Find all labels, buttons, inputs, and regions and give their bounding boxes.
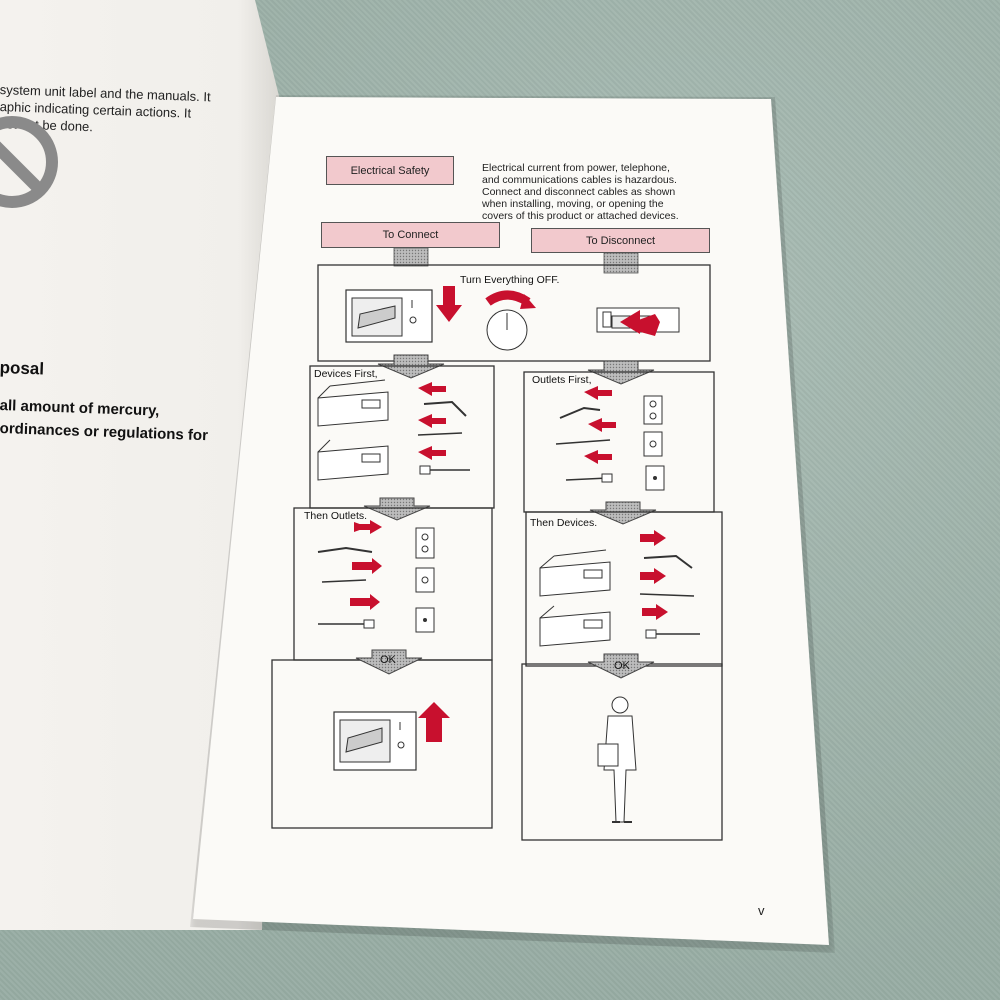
connect-step1-label: Devices First, [314,368,378,380]
electrical-safety-title: Electrical Safety [326,156,454,185]
intro-line-3: Connect and disconnect cables as shown [482,186,676,198]
left-heading: posal [0,358,45,379]
to-disconnect-box: To Disconnect [531,228,710,253]
disconnect-ok-label: OK [614,660,630,672]
disconnect-step2-label: Then Devices. [530,517,598,529]
left-bold-line-1: all amount of mercury, [0,397,160,420]
prohibition-icon [0,116,58,208]
intro-line-5: covers of this product or attached devic… [482,210,679,222]
intro-line-1: Electrical current from power, telephone… [482,162,670,174]
connect-ok-label: OK [380,654,396,666]
connect-step2-label: Then Outlets. [304,510,368,522]
left-bold-line-2: ordinances or regulations for [0,420,209,445]
to-connect-box: To Connect [321,222,500,248]
intro-line-4: when installing, moving, or opening the [482,198,664,210]
disconnect-step1-label: Outlets First, [532,374,592,386]
step-turn-off-label: Turn Everything OFF. [460,274,560,286]
intro-line-2: and communications cables is hazardous. [482,174,677,186]
page-number: v [758,903,765,918]
right-page [193,97,829,945]
